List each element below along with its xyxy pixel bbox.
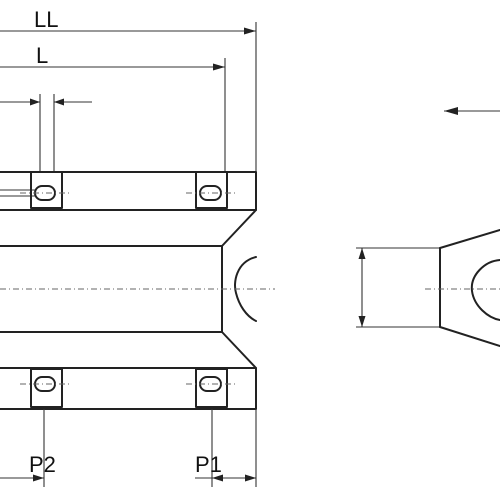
dimension-slot-width — [0, 94, 92, 172]
slot-bottom-left-boss — [30, 368, 63, 408]
dimension-ll-label: LL — [34, 7, 58, 32]
side-view — [356, 107, 500, 347]
lower-body-edge — [0, 331, 257, 369]
side-body-lower-taper — [439, 326, 500, 347]
side-body-upper-taper — [439, 229, 500, 249]
dimension-ll-arrow — [244, 27, 256, 35]
slot-width-arrow-left — [30, 98, 40, 106]
dimension-l: L — [0, 43, 226, 172]
dimension-l-arrow — [213, 63, 225, 71]
dimension-p1-arrow-right — [245, 474, 256, 482]
side-view-direction-arrow — [444, 107, 458, 115]
side-height-arrow-bottom — [358, 316, 366, 327]
slot-top-right — [186, 171, 237, 209]
slot-top-left — [20, 171, 72, 209]
side-height-arrow-top — [358, 248, 366, 259]
slot-bottom-left — [20, 368, 72, 408]
dimension-p2: P2 — [0, 409, 56, 487]
slot-top-right-boss — [195, 171, 228, 209]
dimension-p1: P1 — [195, 409, 257, 487]
bottom-flange — [0, 367, 257, 410]
top-flange — [0, 171, 257, 211]
slot-bottom-right-boss — [195, 368, 228, 408]
slot-width-arrow-right — [54, 98, 64, 106]
slot-top-left-boss — [30, 171, 63, 209]
dimension-p1-label: P1 — [195, 452, 222, 477]
mounting-slots — [20, 171, 237, 408]
end-groove — [234, 256, 257, 322]
dimension-p2-label: P2 — [29, 452, 56, 477]
dimension-l-label: L — [36, 43, 48, 68]
dimension-p1-arrow-left — [212, 474, 223, 482]
dimension-ll: LL — [0, 7, 257, 172]
upper-body-edge — [0, 209, 257, 247]
dimension-p2-arrow — [33, 474, 44, 482]
slot-bottom-right — [186, 368, 237, 408]
side-groove — [470, 259, 500, 321]
